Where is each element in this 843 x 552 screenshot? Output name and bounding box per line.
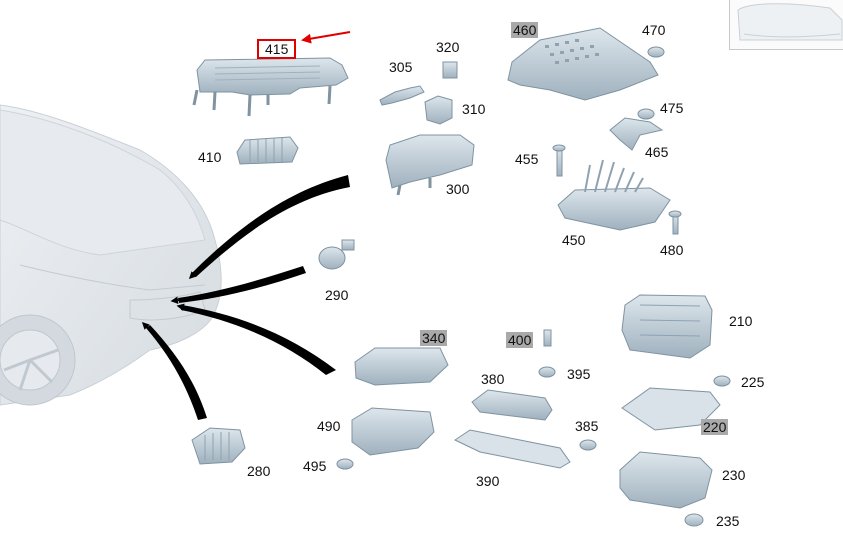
part-340-module bbox=[354, 347, 449, 386]
label-310[interactable]: 310 bbox=[462, 101, 486, 117]
label-450[interactable]: 450 bbox=[562, 232, 586, 248]
part-490-module bbox=[351, 407, 435, 456]
part-230-unit bbox=[619, 451, 713, 509]
part-460-cover bbox=[507, 27, 659, 101]
part-380-module bbox=[471, 389, 553, 421]
part-465-bracket bbox=[609, 117, 664, 151]
arrowheads bbox=[141, 267, 201, 333]
part-220-plate bbox=[621, 387, 721, 431]
label-290[interactable]: 290 bbox=[325, 287, 349, 303]
callout-arrows bbox=[146, 175, 350, 420]
part-235-nut bbox=[684, 513, 704, 527]
label-470[interactable]: 470 bbox=[642, 22, 666, 38]
part-415-bracket bbox=[192, 57, 349, 117]
label-465[interactable]: 465 bbox=[645, 144, 669, 160]
vehicle-thumbnail-icon bbox=[737, 3, 843, 41]
part-410-module bbox=[236, 136, 299, 165]
part-210-unit bbox=[621, 294, 713, 359]
part-475-nut bbox=[637, 108, 655, 120]
label-455[interactable]: 455 bbox=[515, 151, 539, 167]
vehicle-thumbnail[interactable] bbox=[729, 0, 843, 50]
part-385-nut bbox=[579, 439, 597, 451]
label-230[interactable]: 230 bbox=[722, 467, 746, 483]
part-390-bracket bbox=[453, 429, 571, 469]
label-410[interactable]: 410 bbox=[198, 149, 222, 165]
label-480[interactable]: 480 bbox=[660, 242, 684, 258]
label-220[interactable]: 220 bbox=[701, 419, 729, 435]
label-475[interactable]: 475 bbox=[660, 100, 684, 116]
part-225-nut bbox=[713, 375, 731, 387]
part-320-fuse bbox=[442, 61, 458, 79]
label-390[interactable]: 390 bbox=[476, 473, 500, 489]
part-310-connector bbox=[424, 95, 453, 125]
label-210[interactable]: 210 bbox=[729, 313, 753, 329]
label-460[interactable]: 460 bbox=[511, 22, 539, 38]
highlight-arrow bbox=[301, 31, 351, 44]
label-225[interactable]: 225 bbox=[741, 374, 765, 390]
label-320[interactable]: 320 bbox=[436, 39, 460, 55]
label-490[interactable]: 490 bbox=[317, 418, 341, 434]
label-380[interactable]: 380 bbox=[481, 371, 505, 387]
vehicle-silhouette bbox=[0, 104, 222, 406]
part-470-nut bbox=[647, 46, 665, 58]
label-280[interactable]: 280 bbox=[247, 463, 271, 479]
part-395-nut bbox=[538, 366, 556, 378]
label-395[interactable]: 395 bbox=[567, 366, 591, 382]
part-455-bolt bbox=[552, 144, 566, 177]
label-300[interactable]: 300 bbox=[446, 181, 470, 197]
part-280-module bbox=[191, 427, 246, 465]
label-340[interactable]: 340 bbox=[420, 330, 448, 346]
part-300-holder bbox=[385, 134, 475, 196]
label-385[interactable]: 385 bbox=[575, 418, 599, 434]
part-450-module bbox=[557, 159, 671, 231]
part-290-grommet bbox=[318, 239, 355, 270]
label-235[interactable]: 235 bbox=[716, 513, 740, 529]
part-495-nut bbox=[336, 458, 354, 470]
label-495[interactable]: 495 bbox=[303, 458, 327, 474]
label-305[interactable]: 305 bbox=[389, 59, 413, 75]
label-415[interactable]: 415 bbox=[257, 39, 297, 59]
label-400[interactable]: 400 bbox=[506, 332, 534, 348]
part-480-bolt bbox=[668, 210, 682, 235]
part-400-bolt bbox=[543, 329, 552, 347]
part-305-clip bbox=[379, 85, 425, 106]
